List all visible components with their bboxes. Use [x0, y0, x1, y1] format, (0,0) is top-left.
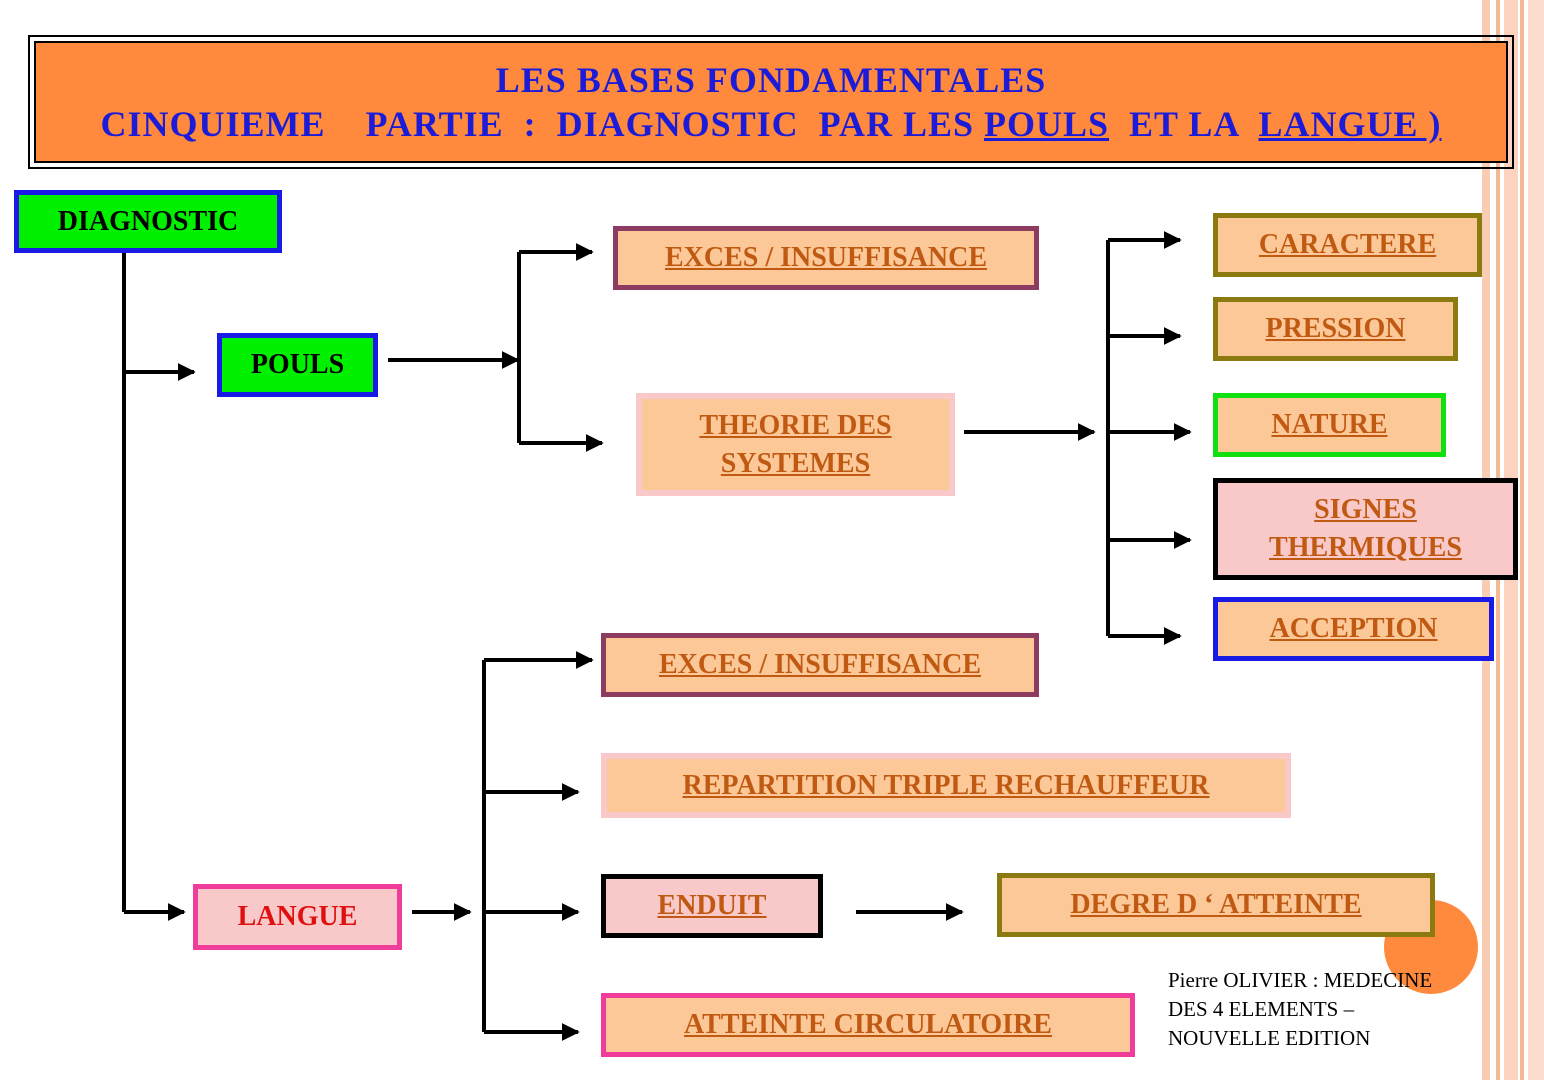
node-diagnostic-label: DIAGNOSTIC — [57, 205, 239, 237]
title-line-2: CINQUIEME PARTIE : DIAGNOSTIC PAR LES PO… — [101, 102, 1442, 146]
source-credit-line-2: DES 4 ELEMENTS – — [1168, 997, 1355, 1021]
node-caractere: CARACTERE — [1213, 213, 1482, 277]
node-pouls-exces-label: EXCES / INSUFFISANCE — [664, 242, 988, 273]
node-nature-label: NATURE — [1271, 409, 1388, 440]
node-langue-exces: EXCES / INSUFFISANCE — [601, 633, 1039, 697]
node-pouls-exces: EXCES / INSUFFISANCE — [613, 226, 1039, 290]
node-langue-label: LANGUE — [237, 901, 358, 932]
node-acception-label: ACCEPTION — [1269, 613, 1438, 644]
node-enduit: ENDUIT — [601, 874, 823, 938]
source-credit: Pierre OLIVIER : MEDECINE DES 4 ELEMENTS… — [1168, 966, 1488, 1053]
source-credit-line-3: NOUVELLE EDITION — [1168, 1026, 1371, 1050]
node-atteinte-circulatoire-label: ATTEINTE CIRCULATOIRE — [684, 1009, 1052, 1040]
node-langue-exces-label: EXCES / INSUFFISANCE — [658, 649, 982, 680]
node-theorie-systemes: THEORIE DES SYSTEMES — [636, 393, 955, 496]
node-theorie-systemes-label: THEORIE DES SYSTEMES — [699, 409, 892, 479]
node-degre-atteinte-label: DEGRE D ‘ ATTEINTE — [1070, 889, 1362, 920]
node-pression-label: PRESSION — [1265, 313, 1406, 344]
stripe — [1528, 0, 1544, 1080]
node-acception: ACCEPTION — [1213, 597, 1494, 661]
source-credit-line-1: Pierre OLIVIER : MEDECINE — [1168, 968, 1433, 992]
node-signes-thermiques-label: SIGNES THERMIQUES — [1269, 494, 1462, 563]
node-signes-thermiques: SIGNES THERMIQUES — [1213, 478, 1518, 580]
node-atteinte-circulatoire: ATTEINTE CIRCULATOIRE — [601, 993, 1135, 1057]
stripe — [1520, 0, 1524, 1080]
node-enduit-label: ENDUIT — [657, 890, 767, 921]
node-pression: PRESSION — [1213, 297, 1458, 361]
title-line-1: LES BASES FONDAMENTALES — [495, 60, 1047, 100]
node-repartition-label: REPARTITION TRIPLE RECHAUFFEUR — [682, 769, 1210, 801]
title-line-2-middle: ET LA — [1109, 104, 1259, 144]
node-diagnostic: DIAGNOSTIC — [14, 190, 282, 253]
node-repartition: REPARTITION TRIPLE RECHAUFFEUR — [601, 753, 1291, 818]
node-degre-atteinte: DEGRE D ‘ ATTEINTE — [997, 873, 1435, 937]
title-banner: LES BASES FONDAMENTALES CINQUIEME PARTIE… — [28, 35, 1514, 169]
node-pouls: POULS — [217, 333, 378, 397]
title-banner-inner: LES BASES FONDAMENTALES CINQUIEME PARTIE… — [34, 41, 1508, 163]
node-nature: NATURE — [1213, 393, 1446, 457]
title-line-2-prefix: CINQUIEME PARTIE : DIAGNOSTIC PAR LES — [100, 104, 985, 144]
node-pouls-label: POULS — [250, 349, 345, 380]
node-langue: LANGUE — [193, 884, 402, 950]
node-caractere-label: CARACTERE — [1258, 229, 1437, 260]
title-pouls-word: POULS — [984, 104, 1110, 144]
title-langue-word: LANGUE ) — [1258, 104, 1442, 144]
